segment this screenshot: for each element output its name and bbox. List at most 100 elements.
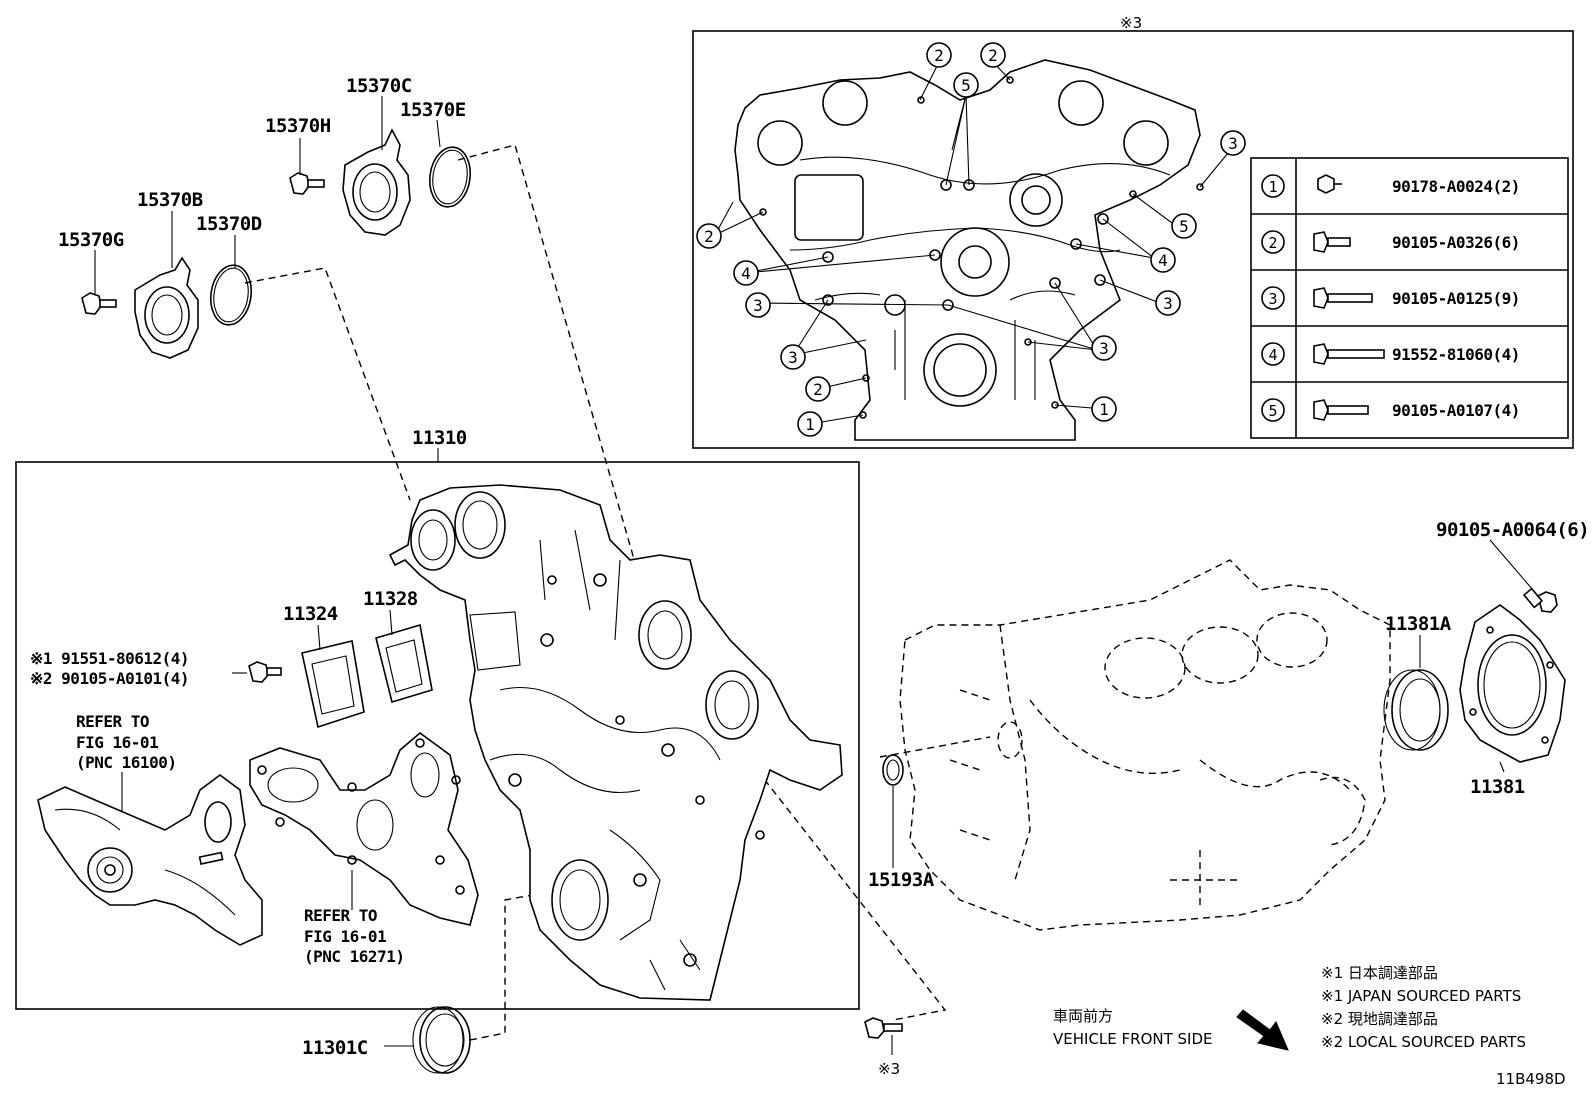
inset-ref-mark: ※3 [1120, 14, 1142, 32]
svg-text:5: 5 [1268, 402, 1277, 420]
inset-callouts: 2 2 5 2 3 5 4 4 3 3 3 3 2 1 1 [696, 42, 1246, 437]
legend-row-4: 4 91552-81060(4) [1261, 342, 1520, 366]
note-japan-en: ※1 JAPAN SOURCED PARTS [1321, 987, 1521, 1005]
callout-5: 5 [1171, 213, 1197, 239]
vehicle-front-jp: 車両前方 [1053, 1007, 1113, 1025]
svg-text:5: 5 [1179, 217, 1189, 236]
bottom-ref-mark: ※3 [878, 1060, 900, 1078]
svg-text:1: 1 [1268, 178, 1277, 196]
svg-text:1: 1 [805, 415, 815, 434]
svg-text:4: 4 [1268, 346, 1277, 364]
svg-text:3: 3 [1099, 339, 1109, 358]
cylinder-block [899, 559, 1391, 931]
svg-text:2: 2 [813, 380, 823, 399]
note-local-en: ※2 LOCAL SOURCED PARTS [1321, 1033, 1526, 1051]
svg-text:3: 3 [1268, 290, 1277, 308]
vehicle-front-en: VEHICLE FRONT SIDE [1053, 1030, 1213, 1048]
fastener-legend-table: 1 90178-A0024(2) 2 90105-A0326(6) 3 9010… [1250, 157, 1569, 439]
bolt-note-1: ※1 91551-80612(4) [30, 649, 189, 668]
legend-row-3: 3 90105-A0125(9) [1261, 286, 1520, 310]
refer-pump-line2: FIG 16-01 [76, 733, 158, 752]
svg-text:3: 3 [1163, 294, 1173, 313]
label-11310: 11310 [412, 427, 467, 449]
svg-text:3: 3 [753, 296, 763, 315]
bolt-note-2: ※2 90105-A0101(4) [30, 669, 189, 688]
label-11381A: 11381A [1385, 613, 1452, 635]
svg-text:4: 4 [741, 264, 751, 283]
svg-text:2: 2 [988, 46, 998, 65]
retainer-bolt [1522, 587, 1558, 613]
refer-pump-line3: (PNC 16100) [76, 753, 176, 772]
label-15370D: 15370D [196, 213, 262, 235]
refer-gasket-line3: (PNC 16271) [304, 947, 404, 966]
svg-text:4: 4 [1158, 251, 1168, 270]
timing-chain-cover [388, 484, 843, 1001]
callout-2: 2 [980, 42, 1006, 68]
front-direction-arrow-icon [1236, 1009, 1289, 1051]
svg-text:1: 1 [1099, 400, 1109, 419]
callout-1: 1 [1091, 396, 1117, 422]
legend-row-2: 2 90105-A0326(6) [1261, 230, 1520, 254]
part-11381-retainer [1459, 604, 1566, 763]
label-15370C: 15370C [346, 75, 412, 97]
callout-2: 2 [805, 376, 831, 402]
svg-text:2: 2 [704, 227, 714, 246]
part-11381A-oil-seal [1383, 669, 1449, 751]
label-15193A: 15193A [868, 869, 935, 891]
part-15370B-housing [134, 256, 199, 359]
svg-text:3: 3 [788, 348, 798, 367]
svg-text:2: 2 [1268, 234, 1277, 252]
water-pump-gasket [249, 731, 479, 926]
callout-4: 4 [1150, 247, 1176, 273]
callout-1: 1 [797, 411, 823, 437]
callout-2: 2 [696, 223, 722, 249]
label-90105-A0064: 90105-A0064(6) [1436, 519, 1589, 541]
note-local-jp: ※2 現地調達部品 [1321, 1010, 1438, 1028]
part-15370G-bolt [81, 292, 117, 315]
inset-frame [692, 30, 1574, 449]
nut-icon [1317, 174, 1342, 194]
water-pump [37, 774, 263, 946]
callout-4: 4 [733, 260, 759, 286]
inset-engine-front-drawing [734, 59, 1204, 441]
part-15370C-housing [342, 128, 411, 236]
label-11301C: 11301C [302, 1037, 368, 1059]
note-japan-jp: ※1 日本調達部品 [1321, 964, 1438, 982]
refer-gasket-line2: FIG 16-01 [304, 927, 386, 946]
svg-text:2: 2 [934, 46, 944, 65]
part-15193A-seal [882, 754, 904, 786]
callout-3: 3 [780, 344, 806, 370]
top-left-leaders [94, 96, 441, 295]
part-15370E-o-ring [428, 146, 472, 208]
medium-bolt-icon [1313, 287, 1373, 309]
part-11301C-oil-seal [412, 1006, 471, 1074]
short-bolt-icon [1313, 231, 1351, 253]
svg-text:5: 5 [961, 76, 971, 95]
svg-text:91552-81060(4): 91552-81060(4) [1392, 345, 1520, 364]
svg-text:90178-A0024(2): 90178-A0024(2) [1392, 177, 1520, 196]
part-15370H-bolt [289, 172, 325, 195]
label-11328: 11328 [363, 588, 418, 610]
cover-bolt [248, 661, 282, 683]
part-15370D-o-ring [209, 264, 253, 326]
timing-cover-bolt [864, 1017, 903, 1039]
label-15370E: 15370E [400, 99, 466, 121]
label-15370G: 15370G [58, 229, 124, 251]
svg-text:90105-A0125(9): 90105-A0125(9) [1392, 289, 1520, 308]
label-15370H: 15370H [265, 115, 331, 137]
refer-gasket-line1: REFER TO [304, 906, 377, 925]
callout-3: 3 [1091, 335, 1117, 361]
callout-3: 3 [1155, 290, 1181, 316]
callout-3: 3 [745, 292, 771, 318]
label-11381: 11381 [1470, 776, 1525, 798]
svg-text:3: 3 [1228, 134, 1238, 153]
legend-row-5: 5 90105-A0107(4) [1261, 398, 1520, 422]
svg-text:90105-A0107(4): 90105-A0107(4) [1392, 401, 1520, 420]
long-bolt-icon [1313, 343, 1385, 365]
callout-3: 3 [1220, 130, 1246, 156]
label-15370B: 15370B [137, 189, 203, 211]
figure-id: 11B498D [1496, 1070, 1566, 1088]
part-11324-gasket [301, 640, 365, 729]
refer-pump-line1: REFER TO [76, 712, 149, 731]
